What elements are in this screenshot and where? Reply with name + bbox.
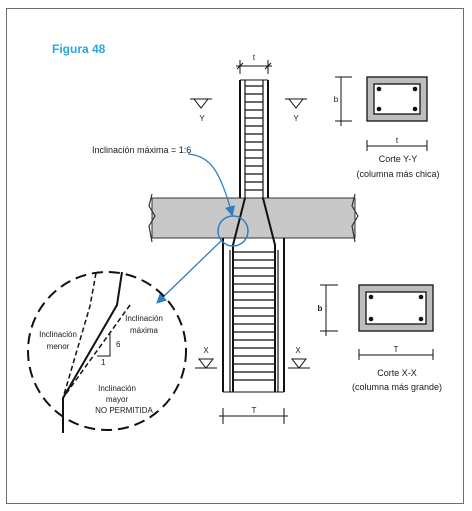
section-yy-dim-b: b [334, 95, 339, 104]
section-yy-title: Corte Y-Y [379, 154, 418, 164]
detail-lesser-line1: Inclinación [39, 330, 77, 339]
detail-leader-arrow [156, 239, 223, 304]
detail-bars [62, 271, 131, 433]
slab-break-left [148, 193, 156, 243]
slab [151, 197, 356, 239]
top-dimension [236, 60, 272, 74]
axis-x-right-label: X [295, 346, 301, 355]
slab-break-right [351, 193, 359, 243]
section-xx-title: Corte X-X [377, 368, 417, 378]
upper-column [239, 79, 269, 200]
figure-title: Figura 48 [52, 42, 106, 56]
bent-bar-left [232, 197, 246, 392]
section-yy-subtitle: (columna más chica) [356, 169, 439, 179]
upper-column-stirrups [245, 85, 263, 191]
section-mark-x-left [195, 358, 217, 369]
max-slope-callout: Inclinación máxima = 1:6 [92, 145, 191, 155]
section-xx-subtitle: (columna más grande) [352, 382, 442, 392]
detail-lesser-line2: menor [47, 342, 70, 351]
callout-arrow [187, 153, 235, 217]
dim-t-top-label: t [253, 53, 256, 62]
lower-column-stirrups [233, 251, 275, 381]
section-xx [320, 284, 434, 360]
section-yy [335, 76, 428, 151]
detail-greater-line2: mayor [106, 395, 129, 404]
axis-y-left-label: Y [199, 114, 205, 123]
section-mark-y-left [190, 98, 212, 109]
detail-not-allowed: NO PERMITIDA [95, 406, 153, 415]
section-mark-x-right [288, 358, 310, 369]
bottom-dimension [219, 408, 288, 424]
section-xx-dim-b: b [318, 304, 323, 313]
axis-y-right-label: Y [293, 114, 299, 123]
detail-circle [27, 271, 187, 431]
bent-bar-right [262, 197, 276, 392]
detail-six-label: 6 [116, 340, 121, 349]
axis-x-left-label: X [203, 346, 209, 355]
detail-max-line1: Inclinación [125, 314, 163, 323]
detail-greater-line1: Inclinación [98, 384, 136, 393]
detail-one-label: 1 [101, 358, 106, 367]
dim-T-bottom-label: T [252, 406, 257, 415]
detail-max-line2: máxima [130, 326, 159, 335]
section-xx-dim-T: T [394, 345, 399, 354]
lower-column [222, 238, 285, 393]
section-yy-dim-t: t [396, 136, 399, 145]
section-mark-y-right [285, 98, 307, 109]
